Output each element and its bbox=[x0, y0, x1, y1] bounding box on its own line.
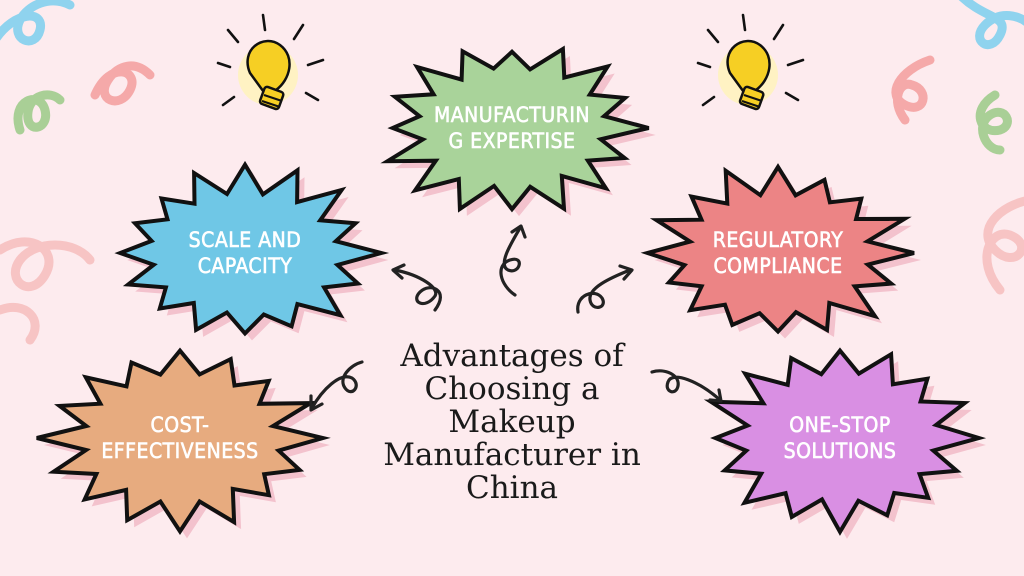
node-label: G EXPERTISE bbox=[449, 129, 576, 153]
node-burst-shape bbox=[114, 160, 390, 337]
title-line: Manufacturer in bbox=[383, 437, 641, 473]
node-label: SOLUTIONS bbox=[784, 439, 897, 463]
node-label: MANUFACTURIN bbox=[434, 103, 590, 127]
arrow-to-manufacturing-expertise bbox=[499, 224, 527, 297]
node-label: EFFECTIVENESS bbox=[101, 439, 258, 463]
arrow-to-cost-effectiveness bbox=[309, 360, 364, 412]
node-label: CAPACITY bbox=[198, 254, 293, 278]
node-burst-shape bbox=[640, 163, 915, 335]
lightbulb-icon bbox=[216, 13, 325, 111]
title-line: Makeup bbox=[448, 404, 575, 440]
arrow-to-scale-and-capacity bbox=[391, 263, 442, 312]
decorative-squiggles bbox=[0, 0, 1024, 345]
arrow-to-regulatory-compliance bbox=[576, 264, 634, 314]
node-cost-effectiveness: COST-EFFECTIVENESS bbox=[36, 347, 331, 539]
node-burst-shape bbox=[36, 347, 331, 536]
node-label: SCALE AND bbox=[189, 228, 302, 252]
node-label: COST- bbox=[151, 413, 210, 437]
node-burst-shape bbox=[703, 347, 987, 536]
arrow-to-one-stop-solutions bbox=[650, 369, 723, 403]
node-label: REGULATORY bbox=[713, 228, 844, 252]
title-line: Advantages of bbox=[399, 338, 626, 374]
title-line: China bbox=[466, 470, 558, 506]
connector-arrows bbox=[309, 224, 723, 412]
title-line: Choosing a bbox=[425, 371, 600, 407]
node-label: ONE-STOP bbox=[789, 413, 891, 437]
node-burst-shape bbox=[380, 45, 650, 213]
lightbulb-icon bbox=[696, 13, 805, 111]
node-label: COMPLIANCE bbox=[713, 254, 842, 278]
